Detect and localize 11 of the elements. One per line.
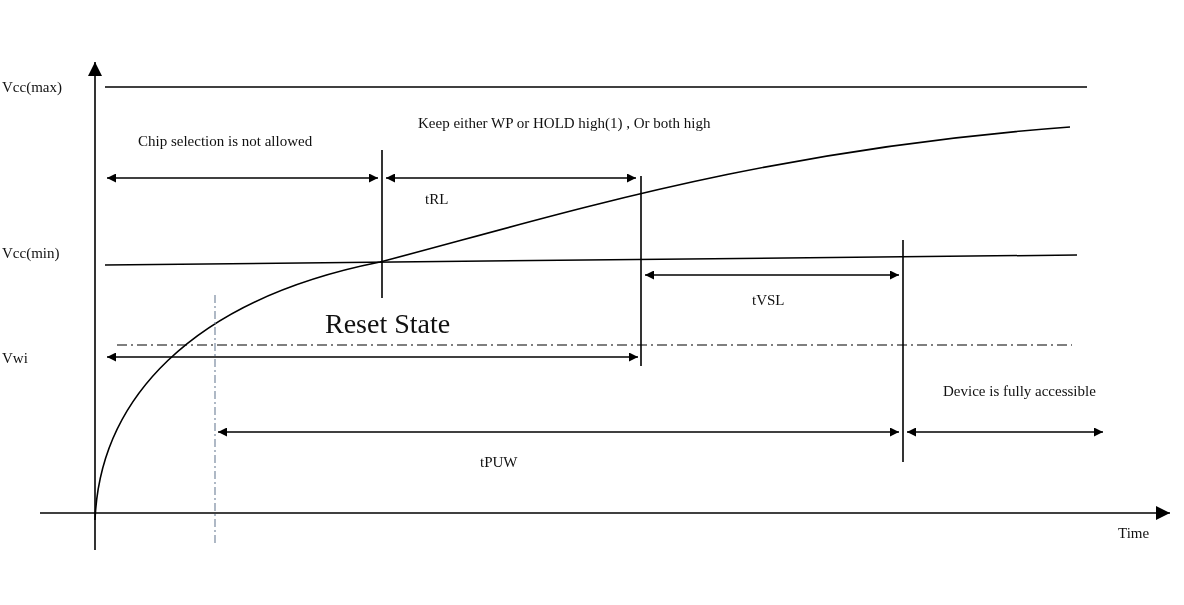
state-label: Reset State bbox=[325, 308, 451, 340]
axis-label: Vcc(max) bbox=[2, 78, 62, 96]
axis-label: Vcc(min) bbox=[2, 244, 60, 262]
annotation-text: Keep either WP or HOLD high(1) , Or both high bbox=[418, 114, 712, 132]
annotation-text: Chip selection is not allowed bbox=[138, 132, 314, 150]
timing-label: tPUW bbox=[480, 453, 518, 471]
timing-label: tRL bbox=[425, 190, 449, 208]
timing-label: tVSL bbox=[752, 291, 785, 309]
annotation-text: Device is fully accessible bbox=[943, 382, 1096, 400]
axis-title: Time bbox=[1118, 524, 1150, 542]
axis-label: Vwi bbox=[2, 349, 28, 367]
